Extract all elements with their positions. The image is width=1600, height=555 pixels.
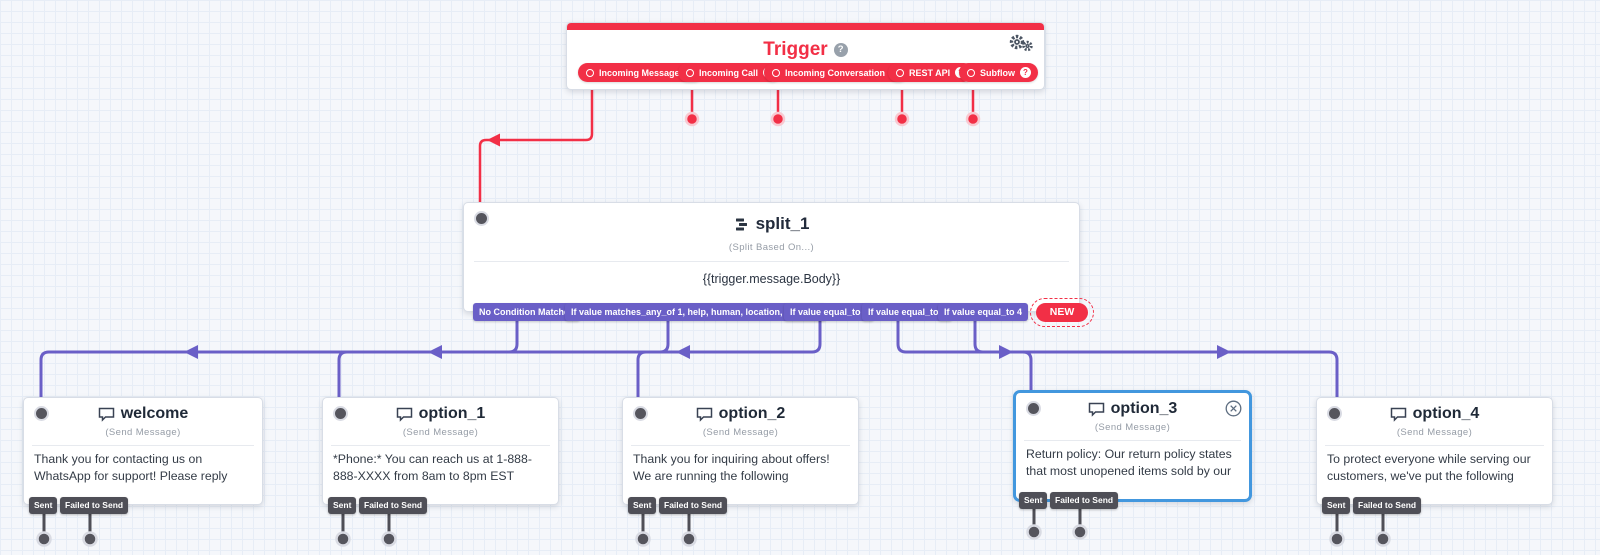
split-input-port[interactable] [474, 211, 489, 226]
widget-type-label: (Send Message) [402, 427, 479, 438]
divider [474, 261, 1069, 262]
gear-icon[interactable] [1008, 33, 1034, 58]
widget-type-label: (Send Message) [105, 427, 181, 438]
outcome-sent[interactable]: Sent [328, 497, 357, 514]
outcome-sent[interactable]: Sent [1019, 492, 1048, 509]
radio-icon [586, 68, 594, 77]
help-icon[interactable]: ? [1020, 67, 1031, 78]
message-body-preview: Thank you for inquiring about offers! We… [633, 452, 830, 484]
divider [631, 445, 850, 446]
message-icon [1390, 407, 1406, 422]
pill-label: REST API [909, 67, 951, 78]
widget-input-port[interactable] [633, 406, 648, 421]
radio-icon [772, 68, 780, 77]
edge-matches-any-to-option-1[interactable] [337, 321, 670, 404]
message-icon [396, 407, 412, 422]
radio-icon [896, 68, 904, 77]
outcome-sent[interactable]: Sent [628, 497, 657, 514]
widget-input-port[interactable] [1026, 401, 1041, 416]
divider [32, 445, 254, 446]
message-body-preview: Return policy: Our return policy states … [1026, 447, 1232, 479]
widget-title: option_2 [718, 405, 786, 422]
trigger-port-incoming-call[interactable] [684, 111, 700, 127]
edge-no-condition-to-welcome[interactable] [39, 321, 519, 404]
widget-title: option_1 [418, 405, 486, 422]
message-icon [696, 407, 712, 422]
trigger-pill-incoming-conversation[interactable]: Incoming Conversation ? [764, 63, 909, 82]
outcome-failed[interactable]: Failed to Send [60, 497, 129, 514]
pill-label: Incoming Call [699, 67, 759, 78]
widget-option-1[interactable]: option_1 (Send Message) *Phone:* You can… [322, 397, 559, 505]
message-body-preview: To protect everyone while serving our cu… [1327, 452, 1531, 484]
pill-label: Incoming Conversation [785, 67, 886, 78]
pill-label: Subflow [980, 67, 1015, 78]
pill-label: Incoming Message [599, 67, 680, 78]
widget-input-port[interactable] [333, 406, 348, 421]
outcome-sent[interactable]: Sent [1322, 497, 1351, 514]
edge-equal-2-to-option-2[interactable] [636, 321, 822, 404]
widget-type-label: (Send Message) [1396, 427, 1473, 438]
message-icon [98, 407, 114, 422]
trigger-title: Trigger [763, 39, 828, 60]
divider [331, 445, 550, 446]
trigger-port-rest-api[interactable] [894, 111, 910, 127]
outcome-failed[interactable]: Failed to Send [359, 497, 428, 514]
transition-equal-2[interactable]: If value equal_to 2 [784, 303, 875, 321]
transition-equal-3[interactable]: If value equal_to 3 [862, 303, 953, 321]
split-widget[interactable]: split_1 (Split Based On...) {{trigger.me… [463, 202, 1080, 312]
message-body-preview: Thank you for contacting us on WhatsApp … [34, 452, 228, 484]
divider [1325, 445, 1544, 446]
outcome-failed[interactable]: Failed to Send [1353, 497, 1422, 514]
outcome-ports[interactable] [36, 524, 1391, 547]
message-body-preview: *Phone:* You can reach us at 1-888-888-X… [333, 452, 532, 484]
widget-title: option_4 [1412, 405, 1480, 422]
widget-option-3[interactable]: option_3 (Send Message) Return policy: O… [1013, 390, 1252, 502]
message-icon [1088, 402, 1104, 417]
edge-arrows [184, 345, 1231, 359]
transition-no-condition[interactable]: No Condition Matches [473, 303, 580, 321]
divider [1024, 440, 1241, 441]
edge-incoming-message-to-split[interactable] [478, 84, 594, 206]
widget-welcome[interactable]: welcome (Send Message) Thank you for con… [23, 397, 263, 505]
transition-equal-4[interactable]: If value equal_to 4 [938, 303, 1029, 321]
split-icon [735, 218, 747, 230]
new-transition-button[interactable]: NEW [1030, 298, 1094, 327]
widget-title: welcome [120, 405, 189, 422]
help-icon[interactable]: ? [833, 43, 848, 57]
split-test-value: {{trigger.message.Body}} [702, 272, 841, 286]
edge-arrow [487, 133, 500, 147]
widget-input-port[interactable] [34, 406, 49, 421]
trigger-accent-bar [567, 23, 1044, 30]
widget-title: option_3 [1110, 400, 1178, 417]
transition-matches-any[interactable]: If value matches_any_of 1, help, human, … [565, 303, 826, 321]
radio-icon [967, 68, 975, 77]
close-icon[interactable] [1225, 400, 1242, 417]
widget-input-port[interactable] [1327, 406, 1342, 421]
widget-type-label: (Send Message) [702, 427, 779, 438]
outcome-sent[interactable]: Sent [29, 497, 58, 514]
split-title: split_1 [755, 214, 810, 233]
split-type-label: (Split Based On...) [728, 242, 815, 253]
outcome-failed[interactable]: Failed to Send [1050, 492, 1119, 509]
trigger-port-incoming-conversation[interactable] [770, 111, 786, 127]
widget-option-4[interactable]: option_4 (Send Message) To protect every… [1316, 397, 1553, 505]
outcome-failed[interactable]: Failed to Send [659, 497, 728, 514]
widget-type-label: (Send Message) [1094, 422, 1171, 433]
radio-icon [686, 68, 694, 77]
widget-option-2[interactable]: option_2 (Send Message) Thank you for in… [622, 397, 859, 505]
trigger-port-subflow[interactable] [965, 111, 981, 127]
edge-equal-3-to-option-3[interactable] [896, 321, 1033, 398]
trigger-pill-subflow[interactable]: Subflow ? [959, 63, 1038, 82]
